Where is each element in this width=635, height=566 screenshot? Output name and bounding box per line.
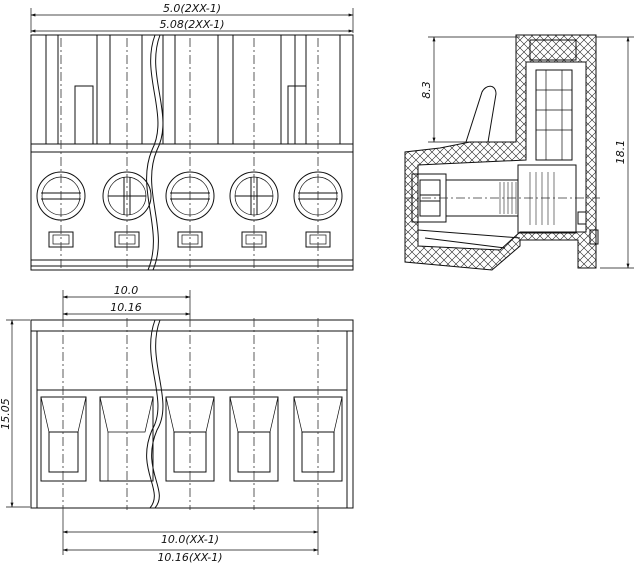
test-windows	[48, 231, 331, 248]
pitch-label-a: 10.0	[114, 284, 139, 297]
bottom-width-label-a: 10.0(XX-1)	[161, 533, 219, 546]
latch-tab-left	[74, 85, 94, 145]
top-dimension-outer: 5.0(2XX-1)	[30, 2, 354, 33]
latch-tab-right	[287, 85, 307, 145]
latch-lever	[465, 85, 497, 143]
break-line-front	[146, 34, 159, 271]
bottom-body-outline	[30, 319, 354, 509]
front-ribs	[45, 35, 341, 144]
top-width-outer-label: 5.0(2XX-1)	[163, 2, 221, 15]
bottom-width-dimension: 10.0(XX-1) 10.16(XX-1)	[62, 510, 319, 564]
pitch-label-b: 10.16	[110, 301, 142, 314]
screw-heads	[36, 171, 343, 221]
bottom-view: 10.0 10.16 15.05	[0, 284, 354, 564]
side-dimension-total: 18.1	[596, 36, 634, 269]
side-section-view: 8.3 18.1	[404, 34, 634, 271]
top-width-inner-label: 5.08(2XX-1)	[159, 18, 224, 31]
bottom-center-lines	[62, 318, 319, 510]
side-height-total-label: 18.1	[614, 140, 627, 165]
pitch-dimension: 10.0 10.16	[62, 284, 191, 318]
wire-openings	[40, 396, 343, 482]
height-label: 15.05	[0, 398, 12, 430]
height-dimension: 15.05	[0, 319, 30, 508]
clamp-body	[517, 164, 577, 234]
wire-opening-1	[40, 396, 87, 482]
front-center-lines	[60, 38, 319, 268]
front-view: 5.0(2XX-1) 5.08(2XX-1)	[30, 2, 354, 271]
contact-column	[535, 69, 573, 161]
top-dimension-inner: 5.08(2XX-1)	[30, 18, 354, 33]
side-height-small-label: 8.3	[420, 81, 433, 99]
side-dimension-small: 8.3	[420, 36, 520, 143]
bottom-width-label-b: 10.16(XX-1)	[157, 551, 222, 564]
wire-opening-2	[99, 396, 154, 482]
